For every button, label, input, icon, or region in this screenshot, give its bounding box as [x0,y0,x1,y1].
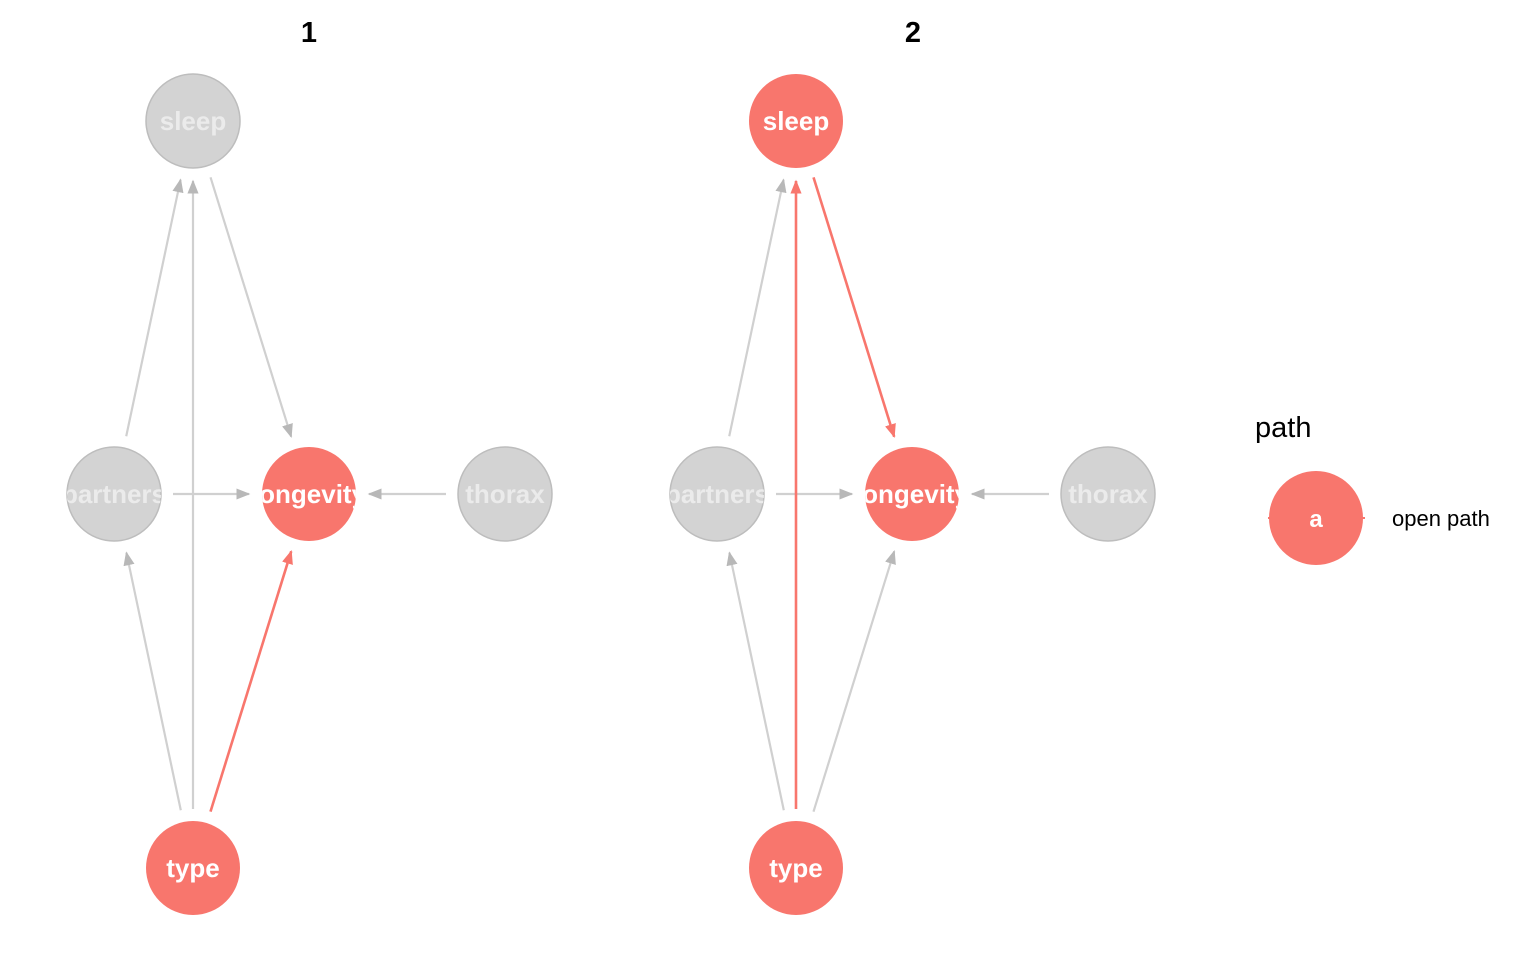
node-thorax-circle [457,446,553,542]
edge-partners-to-sleep [728,178,787,437]
node-sleep: sleep [145,73,241,169]
node-longevity-circle [865,447,959,541]
node-sleep: sleep [749,74,843,168]
edge-sleep-to-longevity [209,177,293,439]
panel-1-edges [123,177,446,813]
edge-type-to-partners [123,551,182,811]
panel-2-nodes: sleep partners longevity thorax type [665,74,1156,915]
node-longevity-label: longevity [855,479,970,509]
node-partners: partners [665,446,769,542]
legend-key-node [1269,471,1363,565]
panel-1-title: 1 [301,17,317,49]
panel-2-edges [726,176,1049,812]
node-sleep-label: sleep [763,106,830,136]
legend-entry-label: open path [1392,506,1490,531]
node-sleep-label: sleep [160,106,227,136]
node-longevity: longevity [855,447,970,541]
node-type: type [146,821,240,915]
panel-2-title: 2 [905,17,921,49]
node-partners-circle [669,446,765,542]
node-partners-label: partners [62,479,166,509]
node-longevity-label: longevity [252,479,367,509]
edge-sleep-to-longevity [812,176,896,439]
node-thorax-label: thorax [465,479,545,509]
panel-1: 1 sleep partners longevity thorax type [62,17,553,915]
node-type-label: type [769,853,822,883]
node-partners-label: partners [665,479,769,509]
legend: path a open path [1255,412,1490,565]
node-type: type [749,821,843,915]
node-type-circle [749,821,843,915]
node-thorax: thorax [457,446,553,542]
node-thorax: thorax [1060,446,1156,542]
panel-2: 2 sleep partners longevity thorax type [665,17,1156,915]
edge-type-to-longevity [812,549,896,812]
node-type-circle [146,821,240,915]
node-partners: partners [62,446,166,542]
edge-type-to-longevity [209,549,293,813]
node-partners-circle [66,446,162,542]
node-thorax-circle [1060,446,1156,542]
panel-1-nodes: sleep partners longevity thorax type [62,73,553,915]
node-type-label: type [166,853,219,883]
edge-partners-to-sleep [125,178,184,437]
node-sleep-circle [749,74,843,168]
node-sleep-circle [145,73,241,169]
node-longevity: longevity [252,447,367,541]
legend-title: path [1255,412,1311,444]
node-longevity-circle [262,447,356,541]
legend-key-label: a [1309,506,1323,533]
edge-type-to-partners [726,551,785,811]
node-thorax-label: thorax [1068,479,1148,509]
